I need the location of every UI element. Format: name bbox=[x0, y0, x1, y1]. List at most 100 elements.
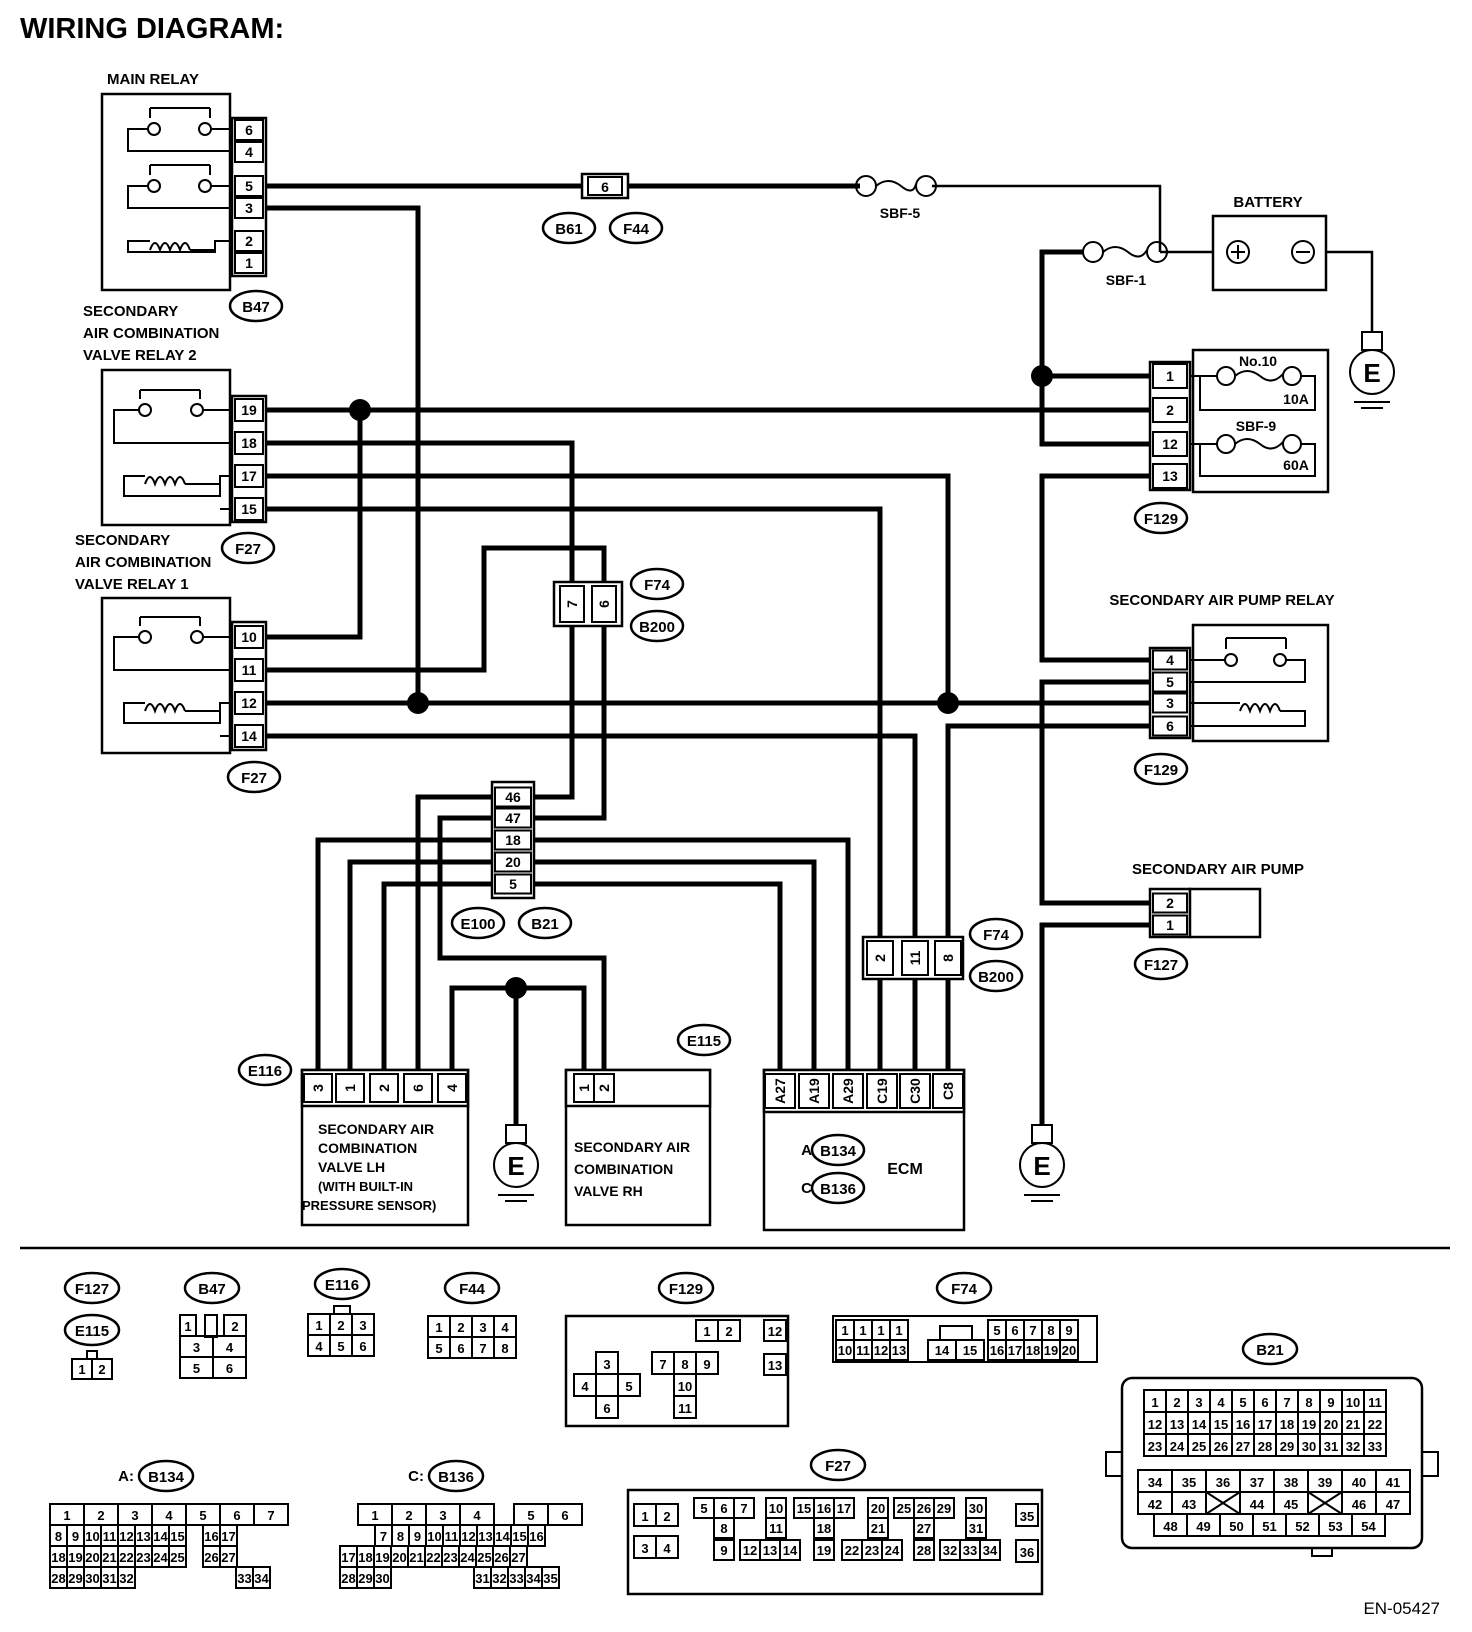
pin-label: 15 bbox=[797, 1501, 811, 1516]
pin-label: 16 bbox=[990, 1343, 1004, 1358]
connector-f27-label: F27 bbox=[241, 770, 267, 787]
pin-cell bbox=[234, 230, 264, 252]
f74-pin-label: 6 bbox=[596, 600, 612, 608]
pin-label: C8 bbox=[940, 1082, 956, 1100]
connector-f27-badge bbox=[809, 1448, 867, 1482]
pin-label: 14 bbox=[935, 1343, 950, 1358]
pin-cell bbox=[373, 1566, 392, 1589]
wire-f74-6 bbox=[532, 624, 607, 821]
pin-cell bbox=[1152, 692, 1188, 714]
pin-cell bbox=[713, 1517, 735, 1539]
pin-label: 25 bbox=[1192, 1439, 1206, 1454]
pin-cell bbox=[234, 464, 264, 488]
pin-cell bbox=[252, 1566, 271, 1589]
connector-f127-badge bbox=[63, 1271, 121, 1305]
pin-label: 3 bbox=[603, 1357, 610, 1372]
junction-dot bbox=[505, 977, 527, 999]
pin-label: 1 bbox=[435, 1320, 442, 1335]
pin-cell bbox=[168, 1545, 187, 1568]
ground-label: E bbox=[1033, 1151, 1050, 1181]
pin-label: 46 bbox=[1352, 1497, 1366, 1512]
pin-label: 1 bbox=[576, 1084, 592, 1092]
pin-label: 46 bbox=[505, 789, 521, 805]
pin-cell bbox=[573, 1373, 597, 1397]
pin-label: 12 bbox=[1148, 1417, 1162, 1432]
wire-relay1-11 bbox=[265, 545, 607, 673]
pin-label: 42 bbox=[1148, 1497, 1162, 1512]
connector-e100-label: E100 bbox=[460, 916, 495, 933]
connector-f27-label: F27 bbox=[825, 1458, 851, 1475]
pin-label: 11 bbox=[907, 950, 923, 965]
pin-label: A27 bbox=[772, 1078, 788, 1104]
pin-label: 5 bbox=[1166, 674, 1174, 690]
pin-label: 7 bbox=[1283, 1395, 1290, 1410]
pin-label: 31 bbox=[1324, 1439, 1338, 1454]
pin-cell bbox=[763, 1353, 787, 1376]
pin-label: 2 bbox=[1173, 1395, 1180, 1410]
pin-cell bbox=[253, 1503, 289, 1526]
pin-cell bbox=[335, 1073, 365, 1103]
pin-label: 7 bbox=[380, 1529, 387, 1544]
pin-label: 2 bbox=[231, 1319, 238, 1334]
pin-label: 34 bbox=[254, 1571, 269, 1586]
pin-label: C19 bbox=[874, 1078, 890, 1104]
connector-f129-label: F129 bbox=[1144, 511, 1178, 528]
junction-dot bbox=[1031, 365, 1053, 387]
pin-label: 11 bbox=[242, 662, 257, 678]
pin-label: 20 bbox=[85, 1550, 99, 1565]
pin-cell bbox=[1351, 1513, 1386, 1537]
pin-label: 27 bbox=[917, 1521, 931, 1536]
pin-label: 6 bbox=[457, 1341, 464, 1356]
pin-label: 15 bbox=[241, 501, 257, 517]
connector-b21-label: B21 bbox=[531, 916, 559, 933]
pin-label: 2 bbox=[457, 1320, 464, 1335]
pin-label: 9 bbox=[414, 1529, 421, 1544]
pin-label: 22 bbox=[426, 1550, 440, 1565]
pin-label: 29 bbox=[1280, 1439, 1294, 1454]
pump-label: SECONDARY AIR PUMP bbox=[1132, 861, 1304, 878]
connector-b136-label: B136 bbox=[438, 1469, 474, 1486]
connector-e115-label: E115 bbox=[687, 1033, 721, 1050]
pin-label: 4 bbox=[165, 1508, 173, 1523]
pin-cell bbox=[695, 1351, 719, 1375]
pin-label: 23 bbox=[136, 1550, 150, 1565]
connector-b47-badge bbox=[183, 1271, 241, 1305]
pin-label: 1 bbox=[63, 1508, 70, 1523]
pin-label: 3 bbox=[310, 1084, 326, 1092]
connector-c-prefix: C: bbox=[408, 1468, 424, 1485]
secondary-air-pump: SECONDARY AIR PUMP 21 F127 bbox=[1132, 861, 1304, 981]
pin-label: 33 bbox=[509, 1571, 523, 1586]
pin-label: 2 bbox=[97, 1508, 104, 1523]
pin-label: 11 bbox=[769, 1521, 783, 1536]
pin-label: 6 bbox=[1166, 718, 1174, 734]
pin-label: 18 bbox=[505, 832, 521, 848]
pin-label: 30 bbox=[1302, 1439, 1316, 1454]
pin-label: 3 bbox=[245, 200, 253, 216]
pin-label: 7 bbox=[740, 1501, 747, 1516]
connector-f127-label: F127 bbox=[75, 1281, 109, 1298]
pin-label: 33 bbox=[963, 1543, 977, 1558]
pin-label: 3 bbox=[641, 1541, 648, 1556]
pin-label: 8 bbox=[681, 1357, 688, 1372]
pin-label: 22 bbox=[845, 1543, 859, 1558]
pin-cell bbox=[303, 1073, 333, 1103]
pin-label: 5 bbox=[1239, 1395, 1246, 1410]
pin-label: 12 bbox=[241, 695, 257, 711]
pin-label: 34 bbox=[526, 1571, 541, 1586]
pin-cell bbox=[1375, 1491, 1411, 1515]
wire-e100-46 bbox=[415, 794, 492, 1075]
pin-label: 23 bbox=[865, 1543, 879, 1558]
valve-lh-label-line5: PRESSURE SENSOR) bbox=[302, 1198, 436, 1213]
pin-cell bbox=[889, 1339, 909, 1361]
pin-label: 5 bbox=[527, 1508, 534, 1523]
pin-cell bbox=[234, 252, 264, 274]
connector-f129-label: F129 bbox=[669, 1281, 703, 1298]
pin-label: 17 bbox=[1008, 1343, 1022, 1358]
connector-b134-label: B134 bbox=[148, 1469, 185, 1486]
pin-label: 49 bbox=[1196, 1519, 1210, 1534]
pin-cell bbox=[765, 1517, 787, 1539]
pin-label: 14 bbox=[783, 1543, 798, 1558]
pin-label: 28 bbox=[51, 1571, 65, 1586]
